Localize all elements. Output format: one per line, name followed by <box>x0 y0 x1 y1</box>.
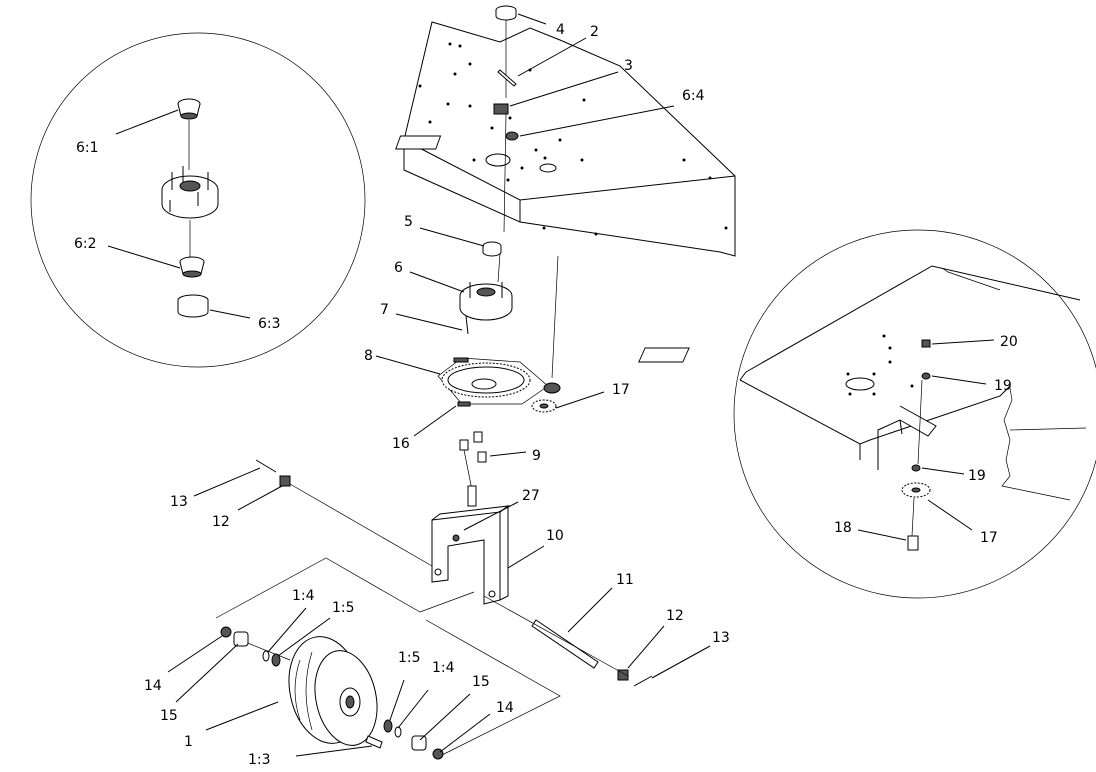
sprocket-assembly-on-deck <box>543 382 561 394</box>
callout-13-left: 13 <box>170 494 188 510</box>
caster-hub <box>459 282 513 321</box>
cotter-pin <box>255 459 277 473</box>
callout-18: 18 <box>834 520 852 536</box>
washer-right <box>394 726 402 738</box>
deck-holes <box>418 42 728 236</box>
washer-left <box>262 650 270 662</box>
seal-right <box>383 719 393 733</box>
mower-deck-plate <box>395 21 736 257</box>
callout-12-right: 12 <box>666 608 684 624</box>
spacer-left <box>220 626 232 638</box>
detail-sprocket <box>901 482 931 498</box>
callout-4: 4 <box>556 22 565 38</box>
callout-9: 9 <box>532 448 541 464</box>
callout-6: 6 <box>394 260 403 276</box>
detail-washer-bottom <box>911 464 921 472</box>
callout-6-3: 6:3 <box>258 316 281 332</box>
bushing <box>459 439 469 451</box>
callout-1-5-left: 1:5 <box>332 600 355 616</box>
callout-14-left: 14 <box>144 678 162 694</box>
washer-6-4 <box>505 131 519 141</box>
callout-1-3: 1:3 <box>248 752 271 768</box>
hub-detail-view <box>30 32 366 368</box>
key <box>453 357 469 363</box>
callout-14-right: 14 <box>496 700 514 716</box>
castle-nut <box>493 103 509 115</box>
cotter-pin <box>497 69 517 87</box>
callout-1: 1 <box>184 734 193 750</box>
cap <box>495 5 517 21</box>
callout-12-left: 12 <box>212 514 230 530</box>
bushing <box>473 431 483 443</box>
small-sprocket <box>531 399 557 413</box>
key-bottom <box>457 401 471 407</box>
cotter-pin <box>633 675 653 687</box>
callout-27: 27 <box>522 488 540 504</box>
grease-fitting <box>365 735 383 749</box>
callout-3: 3 <box>624 58 633 74</box>
callout-labels: 4 2 3 6:4 5 6 7 8 17 16 9 13 12 27 10 11… <box>74 22 1018 768</box>
callout-16: 16 <box>392 436 410 452</box>
callout-6-4: 6:4 <box>682 88 705 104</box>
callout-8: 8 <box>364 348 373 364</box>
callout-10: 10 <box>546 528 564 544</box>
bearing-cone-bottom <box>179 256 205 278</box>
callout-19-bottom: 19 <box>968 468 986 484</box>
axle <box>531 619 599 669</box>
callout-13-right: 13 <box>712 630 730 646</box>
callout-15-left: 15 <box>160 708 178 724</box>
wheel-tire <box>288 636 378 746</box>
sprocket-detail-view <box>638 229 1096 599</box>
bearing-cone-top <box>177 98 201 120</box>
callout-17-main: 17 <box>612 382 630 398</box>
callout-6-2: 6:2 <box>74 236 97 252</box>
callout-1-5-right: 1:5 <box>398 650 421 666</box>
bolt <box>465 315 469 335</box>
bushing-right <box>411 735 427 751</box>
callout-7: 7 <box>380 302 389 318</box>
detail-washer-top <box>921 372 931 380</box>
callout-6-1: 6:1 <box>76 140 99 156</box>
nut <box>617 669 629 681</box>
callout-1-4-right: 1:4 <box>432 660 455 676</box>
nut <box>279 475 291 487</box>
detail-nut <box>921 339 931 348</box>
wheel-hub <box>161 166 219 219</box>
spacer <box>482 241 502 257</box>
callout-2: 2 <box>590 24 599 40</box>
callout-1-4-left: 1:4 <box>292 588 315 604</box>
caster-fork <box>431 485 510 605</box>
callout-11: 11 <box>616 572 634 588</box>
detail-bolt <box>907 535 919 551</box>
large-sprocket <box>437 357 549 405</box>
callout-20: 20 <box>1000 334 1018 350</box>
callout-15-right: 15 <box>472 674 490 690</box>
bearing-race <box>177 294 209 318</box>
callout-5: 5 <box>404 214 413 230</box>
seal-left <box>271 653 281 667</box>
bushing <box>477 451 487 463</box>
leader-lines <box>167 13 995 757</box>
callout-17-detail: 17 <box>980 530 998 546</box>
bushing-left <box>233 631 249 647</box>
assembly-lines <box>215 483 629 757</box>
callout-19-top: 19 <box>994 378 1012 394</box>
